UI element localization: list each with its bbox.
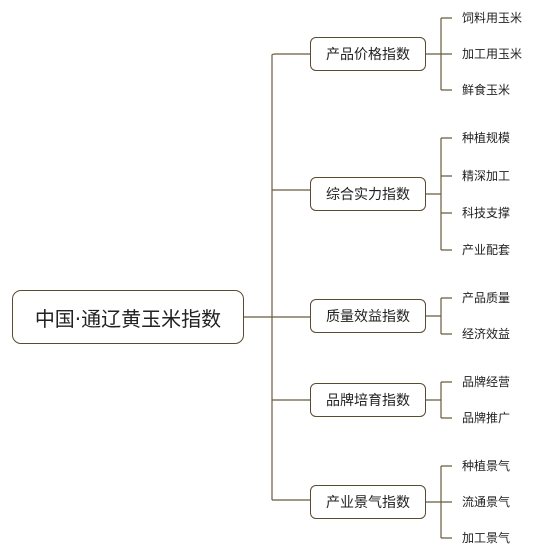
leaf-label: 种植景气 [462, 459, 511, 473]
branch-node-price-index: 产品价格指数 [310, 37, 426, 71]
leaf-label: 科技支撑 [462, 206, 511, 220]
branch-node-prosperity-index: 产业景气指数 [310, 485, 426, 519]
branch-2-leaves-connector [426, 137, 452, 251]
branch-node-label: 产业景气指数 [326, 495, 410, 511]
branch-node-quality-index: 质量效益指数 [310, 299, 426, 333]
branch-node-strength-index: 综合实力指数 [310, 177, 426, 211]
leaf-label: 经济效益 [462, 327, 511, 341]
root-to-branches-connector [244, 53, 310, 501]
leaf-label: 鲜食玉米 [462, 83, 511, 97]
branch-3-leaves-connector [426, 297, 452, 335]
branch-node-label: 质量效益指数 [326, 309, 410, 325]
leaf-label: 饲料用玉米 [462, 11, 523, 25]
leaf-label: 品牌经营 [462, 375, 511, 389]
branch-node-brand-index: 品牌培育指数 [310, 383, 426, 417]
branch-5-leaves-connector [426, 465, 452, 539]
root-node-label: 中国·通辽黄玉米指数 [34, 306, 222, 331]
branch-node-label: 品牌培育指数 [326, 393, 410, 409]
leaf-label: 种植规模 [462, 131, 511, 145]
leaf-label: 加工景气 [462, 531, 511, 545]
leaf-label: 产业配套 [462, 243, 511, 257]
branch-node-label: 综合实力指数 [326, 187, 410, 203]
leaf-label: 品牌推广 [462, 411, 511, 425]
root-node: 中国·通辽黄玉米指数 [12, 290, 244, 344]
branch-1-leaves-connector [426, 17, 452, 91]
leaf-label: 精深加工 [462, 169, 511, 183]
leaf-label: 加工用玉米 [462, 47, 523, 61]
leaf-label: 流通景气 [462, 495, 511, 509]
leaf-label: 产品质量 [462, 291, 511, 305]
branch-4-leaves-connector [426, 381, 452, 419]
branch-node-label: 产品价格指数 [326, 47, 410, 63]
